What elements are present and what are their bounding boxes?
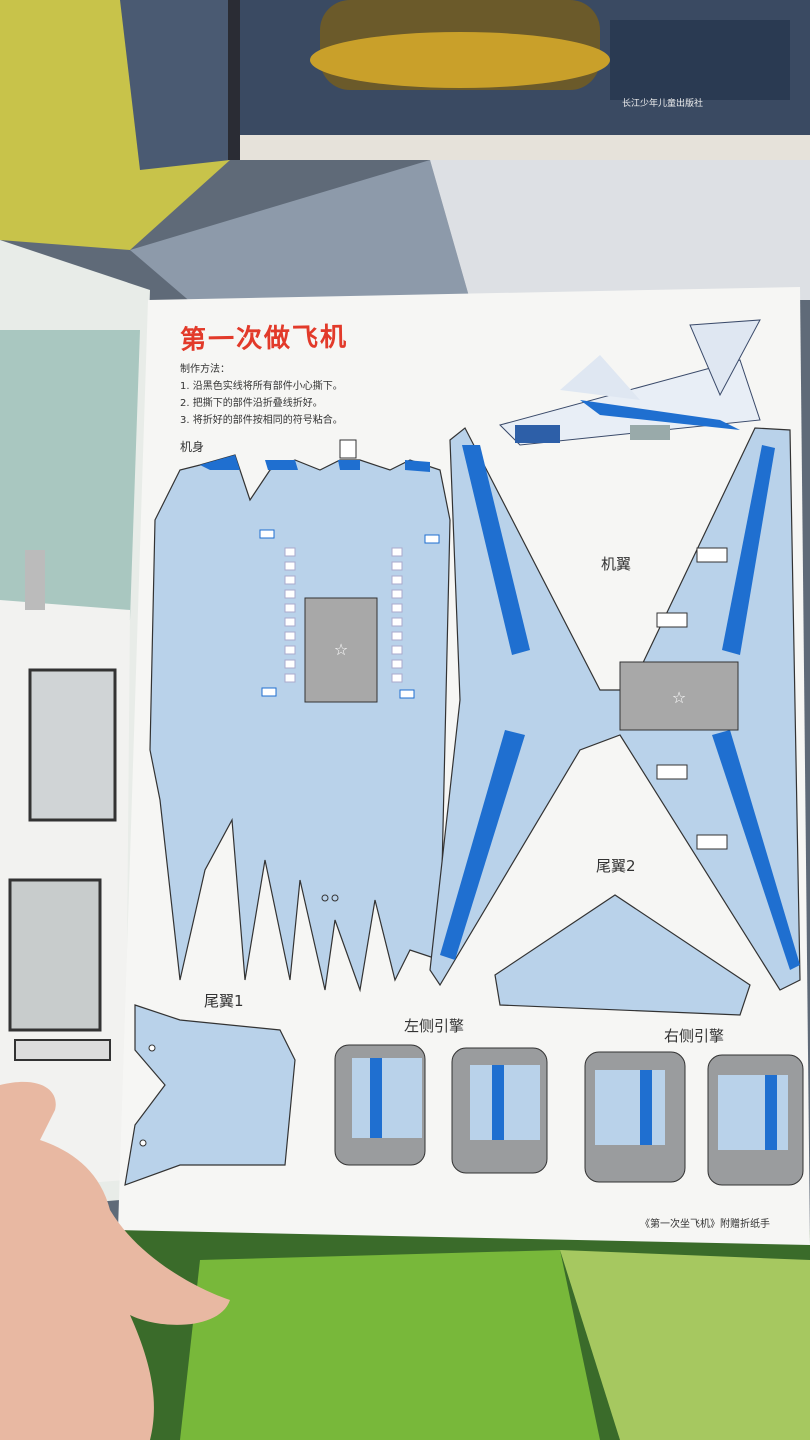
fuselage-label: 机身: [180, 440, 205, 454]
method-heading: 制作方法：: [180, 364, 230, 375]
page-title: 第一次做飞机: [179, 322, 349, 356]
tail1-part: [124, 1004, 296, 1186]
svg-text:☆: ☆: [672, 688, 686, 707]
tail2-part: [494, 894, 751, 1016]
book-publisher: 长江少年儿童出版社: [622, 99, 704, 109]
left-book: [0, 240, 150, 1210]
wings-part: ☆: [429, 427, 801, 991]
left-engine-1: [334, 1044, 426, 1166]
airplane-illustration: [499, 319, 761, 446]
tail1-label: 尾翼1: [204, 992, 244, 1010]
step-3: 3. 将折好的部件按相同的符号粘合。: [180, 415, 343, 426]
step-2: 2. 把撕下的部件沿折叠线折好。: [180, 398, 323, 409]
step-1: 1. 沿黑色实线将所有部件小心撕下。: [180, 381, 343, 392]
right-engine-2: [707, 1054, 804, 1186]
wings-label: 机翼: [601, 555, 632, 573]
hand: [0, 1081, 230, 1440]
footer-note: 《第一次坐飞机》附赠折纸手: [640, 1219, 770, 1230]
top-book: [228, 0, 810, 160]
tail2-label: 尾翼2: [596, 857, 636, 875]
svg-text:☆: ☆: [334, 640, 348, 659]
right-engine-label: 右侧引擎: [664, 1027, 725, 1045]
fuselage-part: ☆: [149, 439, 451, 993]
left-engine-2: [451, 1047, 548, 1174]
right-engine-1: [584, 1051, 686, 1183]
left-engine-label: 左侧引擎: [404, 1017, 465, 1035]
